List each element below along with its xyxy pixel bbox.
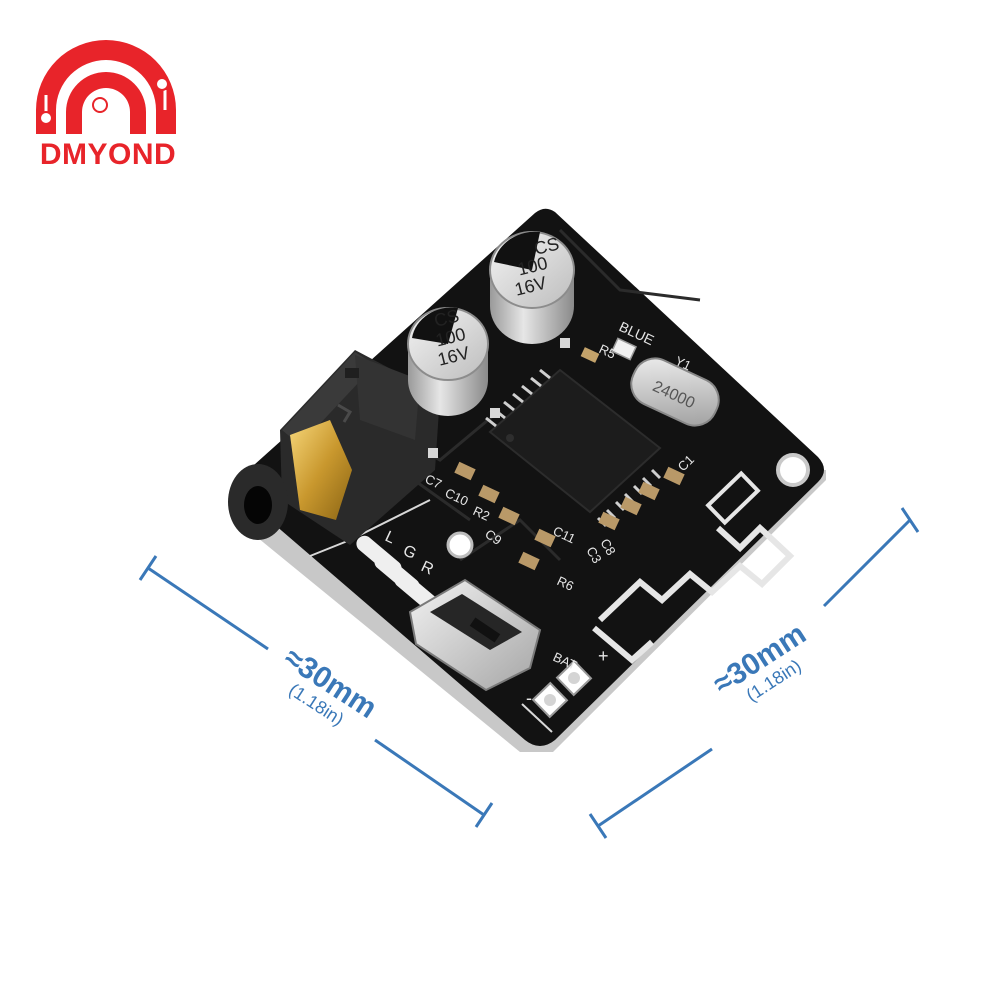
audio-jack (228, 350, 440, 545)
silk-c7: C7 (423, 471, 444, 492)
silk-c8: C8 (597, 536, 618, 558)
brand-name: DMYOND (39, 138, 177, 171)
blue-led (610, 337, 638, 361)
logo-arch-inner (66, 72, 146, 134)
crystal-oscillator: 24000 (630, 357, 720, 427)
logo-arch-outer (36, 40, 176, 134)
silkscreen-labels: BLUE R5 Y1 C1 C7 C10 R2 C9 C11 R6 C3 C8 … (382, 318, 697, 708)
silk-plus: + (598, 646, 609, 666)
silk-r5: R5 (597, 341, 618, 362)
dimension-line-right (588, 507, 920, 839)
silk-r2: R2 (471, 503, 492, 524)
capacitor-right: CS 100 16V (489, 231, 575, 344)
pcb-board (236, 208, 826, 752)
battery-pads (521, 659, 593, 733)
brand-logo (36, 40, 176, 134)
dimension-line-left (138, 555, 494, 828)
silk-r6: R6 (555, 573, 576, 594)
silk-y1: Y1 (673, 353, 694, 373)
capacitor-left: CS 100 16V (407, 305, 489, 416)
pcb-antenna (592, 470, 795, 664)
silk-minus: - (526, 688, 532, 708)
mounting-hole-center (446, 531, 474, 559)
mounting-hole-right (776, 453, 810, 487)
micro-usb-port (408, 578, 542, 692)
pcb-surface (238, 208, 824, 746)
main-ic-chip (485, 368, 662, 528)
smd-components (428, 338, 685, 571)
silk-c3: C3 (583, 544, 604, 566)
